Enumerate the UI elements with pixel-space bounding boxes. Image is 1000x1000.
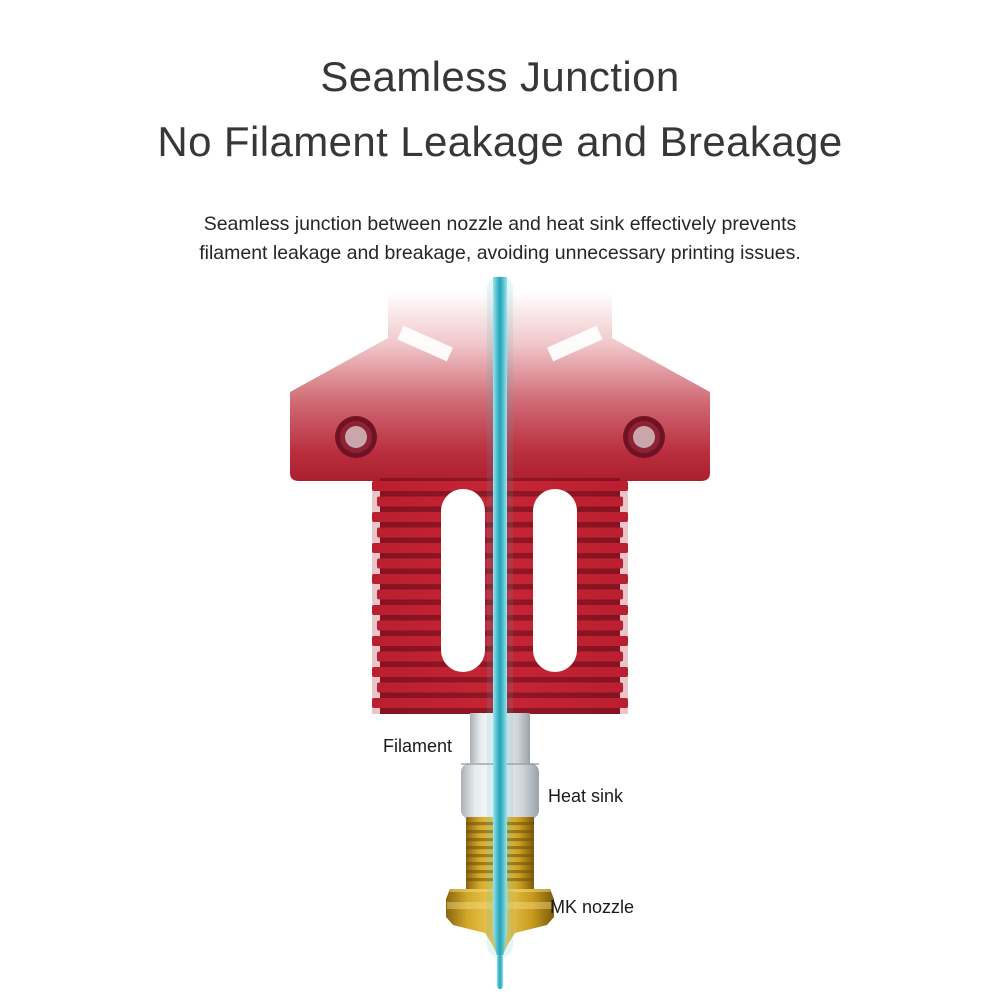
label-filament: Filament <box>383 736 452 756</box>
heatsink-slot-right <box>533 489 577 672</box>
description-line-2: filament leakage and breakage, avoiding … <box>199 242 801 264</box>
heatsink-slot-left <box>441 489 485 672</box>
page-description: Seamless junction between nozzle and hea… <box>0 210 1000 268</box>
title-line-2: No Filament Leakage and Breakage <box>157 118 843 165</box>
description-line-1: Seamless junction between nozzle and hea… <box>203 213 797 235</box>
title-line-1: Seamless Junction <box>320 53 680 100</box>
page-title: Seamless Junction No Filament Leakage an… <box>0 44 1000 174</box>
filament-strand <box>493 277 507 933</box>
page-header: Seamless Junction No Filament Leakage an… <box>0 44 1000 268</box>
label-heat-sink: Heat sink <box>548 786 624 806</box>
filament-taper <box>493 933 507 955</box>
mounting-notch-right <box>547 325 603 362</box>
filament-tip <box>496 955 504 989</box>
mounting-hole-left <box>335 416 377 458</box>
filament-line <box>487 276 513 989</box>
mounting-hole-right <box>623 416 665 458</box>
label-mk-nozzle: MK nozzle <box>550 897 634 917</box>
mounting-notch-left <box>397 325 453 362</box>
